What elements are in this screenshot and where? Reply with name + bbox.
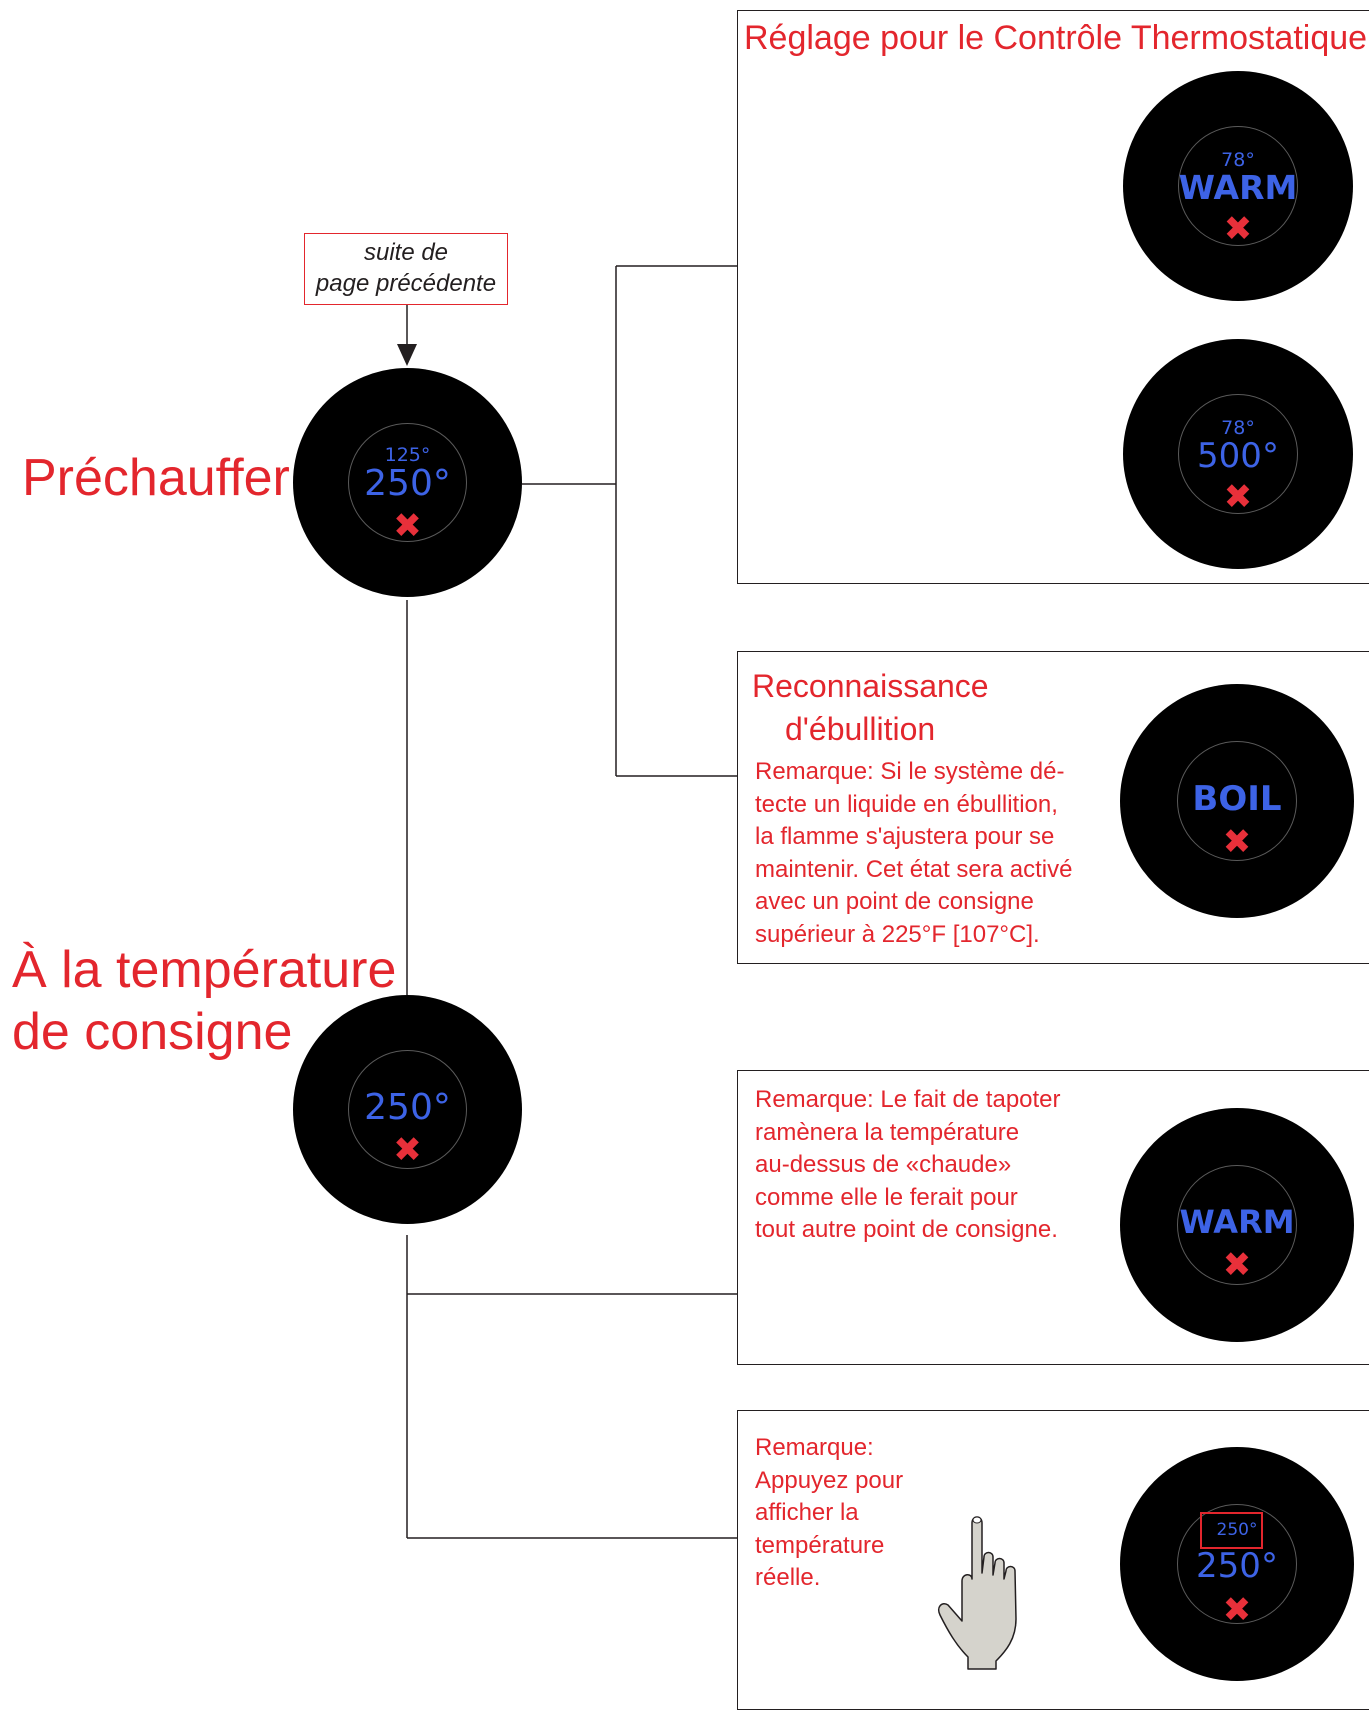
- tap-note-line: réelle.: [755, 1564, 821, 1591]
- setpoint-500-value: 500°: [1197, 436, 1279, 476]
- preheat-actual-temp: 125°: [384, 444, 431, 466]
- boil-note-line: tecte un liquide en ébullition,: [755, 790, 1058, 818]
- at-temperature-setpoint: 250°: [364, 1087, 451, 1128]
- callout-line-2: page précédente: [315, 270, 497, 297]
- close-icon[interactable]: ✖: [393, 1130, 422, 1170]
- callout-line-1: suite de: [363, 239, 449, 266]
- warm-tap-note-line: comme elle le ferait pour: [755, 1183, 1018, 1211]
- tap-actual-temp-panel: Remarque: Appuyez pour afficher la tempé…: [737, 1410, 1369, 1710]
- boil-recognition-panel: Reconnaissance d'ébullition Remarque: Si…: [737, 651, 1369, 964]
- boil-panel-title-line-1: Reconnaissance: [752, 668, 989, 704]
- dial-inner-ring: [1177, 1165, 1297, 1285]
- warm-tap-note-line: ramènera la température: [755, 1118, 1020, 1146]
- boil-note-line: avec un point de consigne: [755, 888, 1034, 915]
- setpoint-500-dial[interactable]: 78° 500° ✖: [1123, 339, 1353, 569]
- warm-tap-note: Remarque: Le fait de tapoter ramènera la…: [755, 1084, 1061, 1247]
- warm-tap-note-line: tout autre point de consigne.: [755, 1216, 1058, 1243]
- thermostatic-control-panel: Réglage pour le Contrôle Thermostatique …: [737, 10, 1369, 584]
- dial-inner-ring: [348, 1050, 467, 1169]
- warm-dial[interactable]: WARM ✖: [1120, 1108, 1354, 1342]
- close-icon[interactable]: ✖: [1222, 1590, 1252, 1630]
- preheat-setpoint: 250°: [364, 463, 451, 504]
- boil-status: BOIL: [1192, 779, 1282, 819]
- pointing-hand-icon: [937, 1516, 1017, 1670]
- boil-note-line: supérieur à 225°F [107°C].: [755, 920, 1040, 948]
- warm-tap-panel: Remarque: Le fait de tapoter ramènera la…: [737, 1070, 1369, 1365]
- boil-note-line: la flamme s'ajustera pour se: [755, 823, 1055, 850]
- close-icon[interactable]: ✖: [1222, 1245, 1252, 1285]
- at-temperature-dial[interactable]: 250° ✖: [293, 995, 522, 1224]
- warm-actual-temp: 78°: [1221, 149, 1255, 171]
- preheat-dial[interactable]: 125° 250° ✖: [293, 368, 522, 597]
- boil-note: Remarque: Si le système dé- tecte un liq…: [755, 756, 1072, 951]
- close-icon[interactable]: ✖: [393, 506, 422, 546]
- tap-note-line: Remarque:: [755, 1434, 874, 1461]
- arrow-down-icon: [397, 344, 417, 366]
- boil-note-line: maintenir. Cet état sera activé: [755, 855, 1073, 883]
- thermostatic-panel-title: Réglage pour le Contrôle Thermostatique: [744, 19, 1368, 57]
- tap-note: Remarque: Appuyez pour afficher la tempé…: [755, 1432, 903, 1595]
- actual-temperature-dial[interactable]: 250° 250° ✖: [1120, 1447, 1354, 1681]
- close-icon[interactable]: ✖: [1222, 822, 1252, 862]
- warm-status: WARM: [1179, 1203, 1295, 1241]
- actual-temp-setpoint: 250°: [1196, 1546, 1278, 1586]
- boil-dial[interactable]: BOIL ✖: [1120, 684, 1354, 918]
- boil-panel-title-line-2: d'ébullition: [785, 711, 936, 747]
- setpoint-500-actual-temp: 78°: [1221, 417, 1255, 439]
- warm-tap-note-line: Remarque: Le fait de tapoter: [755, 1086, 1061, 1113]
- dial-inner-ring: [1178, 394, 1298, 514]
- at-temperature-label-line-2: de consigne: [12, 1003, 293, 1061]
- close-icon[interactable]: ✖: [1223, 209, 1253, 249]
- tap-note-line: température: [755, 1531, 885, 1559]
- warm-setpoint: WARM: [1178, 168, 1298, 207]
- tap-note-line: afficher la: [755, 1499, 859, 1526]
- previous-page-callout: suite de page précédente: [304, 233, 508, 305]
- actual-temp-highlight-box: [1200, 1512, 1263, 1549]
- dial-inner-ring: [1177, 1504, 1297, 1624]
- tap-note-line: Appuyez pour: [755, 1466, 904, 1494]
- at-temperature-label-line-1: À la température: [12, 941, 397, 999]
- preheat-label: Préchauffer: [22, 449, 290, 507]
- dial-inner-ring: [1177, 741, 1297, 861]
- dial-inner-ring: [348, 423, 467, 542]
- warm-78-dial[interactable]: 78° WARM ✖: [1123, 71, 1353, 301]
- close-icon[interactable]: ✖: [1223, 477, 1253, 517]
- dial-inner-ring: [1178, 126, 1298, 246]
- boil-note-line: Remarque: Si le système dé-: [755, 758, 1065, 785]
- warm-tap-note-line: au-dessus de «chaude»: [755, 1151, 1012, 1178]
- actual-temp-readout: 250°: [1216, 1520, 1258, 1540]
